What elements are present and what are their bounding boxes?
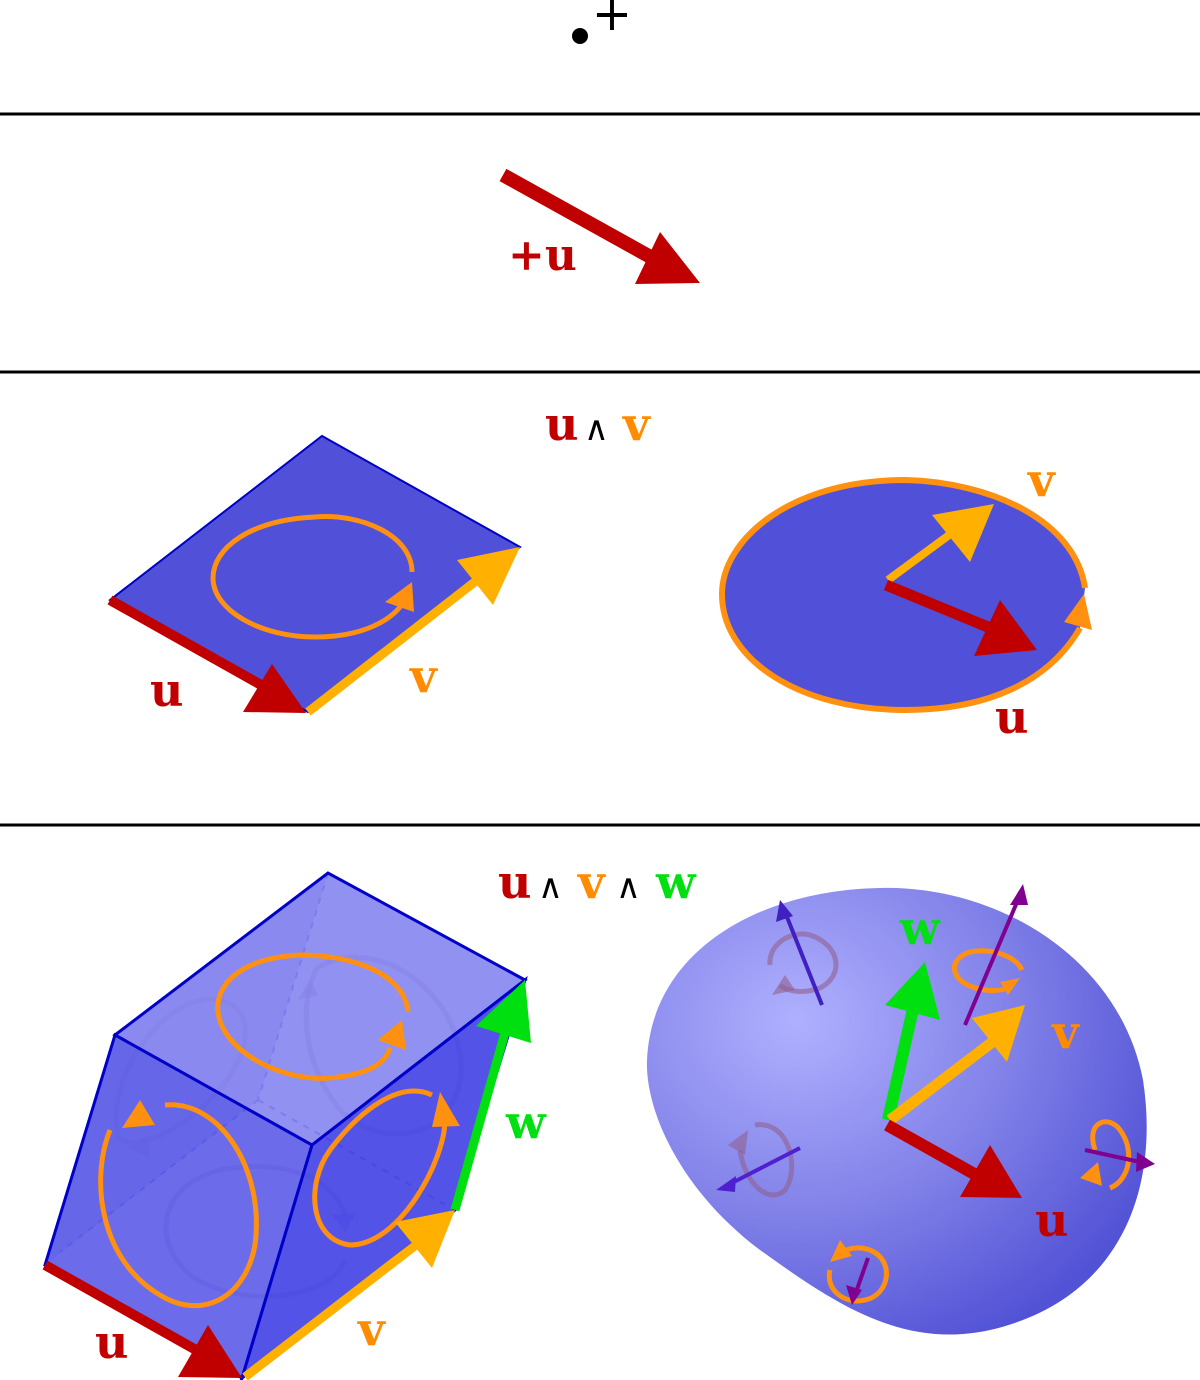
vector-u-arrowhead-icon: [635, 232, 700, 284]
cube-v-arrowhead-icon: [395, 1210, 455, 1268]
bivector-parallelogram: u v: [107, 434, 522, 717]
ellipse-u-arrowhead-icon: [974, 600, 1037, 656]
parallelogram-u-shaft: [107, 595, 273, 695]
sphere-u-label: u: [1035, 1193, 1068, 1247]
circulation-arrowhead-icon: [385, 582, 414, 612]
sphere-w-shaft: [882, 998, 921, 1122]
vector-u-label: +u: [508, 230, 577, 281]
sphere-v-shaft: [886, 1035, 999, 1125]
orientation-mark-top-right: [951, 884, 1028, 1026]
cube-u-arrowhead-icon: [178, 1325, 242, 1378]
ellipse-v-arrowhead-icon: [932, 504, 994, 562]
cube-v-shaft: [242, 1234, 428, 1380]
sphere-u-shaft: [884, 1119, 988, 1186]
sphere-v-label: v: [1051, 1005, 1080, 1059]
orientation-mark-left: [716, 1122, 801, 1198]
cube-top-arrowhead-icon: [378, 1020, 406, 1050]
parallelogram-u-arrowhead-icon: [243, 664, 306, 713]
cube-side-arrowhead-icon: [432, 1092, 460, 1127]
point-icon: [572, 28, 588, 44]
vector-u-shaft: [499, 168, 669, 272]
parallelogram-v-label: v: [409, 649, 438, 703]
bivector-ellipse: v u: [718, 453, 1092, 744]
ellipse-circulation-arrowhead-icon: [1064, 594, 1092, 630]
ellipse-v-label: v: [1027, 453, 1056, 507]
sphere-u-arrowhead-icon: [960, 1145, 1022, 1198]
title-u: u: [498, 855, 531, 909]
sphere-w-label: w: [899, 901, 941, 955]
plus-sign: +: [592, 0, 632, 42]
orientation-mark-bottom: [826, 1240, 889, 1305]
title-v: v: [622, 397, 651, 451]
ellipse-u-shaft: [883, 579, 1003, 638]
title-wedge-2: ∧: [616, 867, 641, 907]
ellipse-u-label: u: [995, 690, 1028, 744]
cube-w-shaft: [450, 1020, 513, 1212]
trivector-parallelepiped: u v w: [42, 871, 547, 1380]
trivector-sphere: w v u: [646, 884, 1155, 1335]
circulation-loop: [210, 514, 415, 640]
bivector-title: u ∧ v: [545, 397, 651, 451]
parallelogram-u-label: u: [150, 663, 183, 717]
title-v: v: [577, 855, 606, 909]
sphere-w-arrowhead-icon: [885, 962, 940, 1020]
cube-v-label: v: [357, 1302, 386, 1356]
cube-w-arrowhead-icon: [476, 980, 531, 1043]
title-wedge-1: ∧: [538, 867, 563, 907]
cube-w-label: w: [505, 1095, 547, 1149]
cube-u-shaft: [42, 1260, 208, 1360]
cube-u-label: u: [95, 1315, 128, 1369]
title-w: w: [655, 855, 697, 909]
title-wedge: ∧: [584, 409, 609, 449]
cube-circulations: [98, 952, 448, 1309]
orientation-mark-right: [1080, 1119, 1155, 1191]
vector-section: +u: [499, 168, 700, 284]
parallelogram-v-arrowhead-icon: [457, 547, 520, 605]
parallelogram-v-shaft: [305, 566, 493, 716]
title-u: u: [545, 397, 578, 451]
ellipse-v-shaft: [885, 523, 963, 584]
sphere-v-arrowhead-icon: [972, 1005, 1025, 1062]
trivector-title: u ∧ v ∧ w: [498, 855, 697, 909]
orientation-mark-upper-left: [767, 900, 839, 1006]
cube-front-arrowhead-icon: [122, 1100, 155, 1128]
scalar-section: +: [572, 0, 632, 44]
